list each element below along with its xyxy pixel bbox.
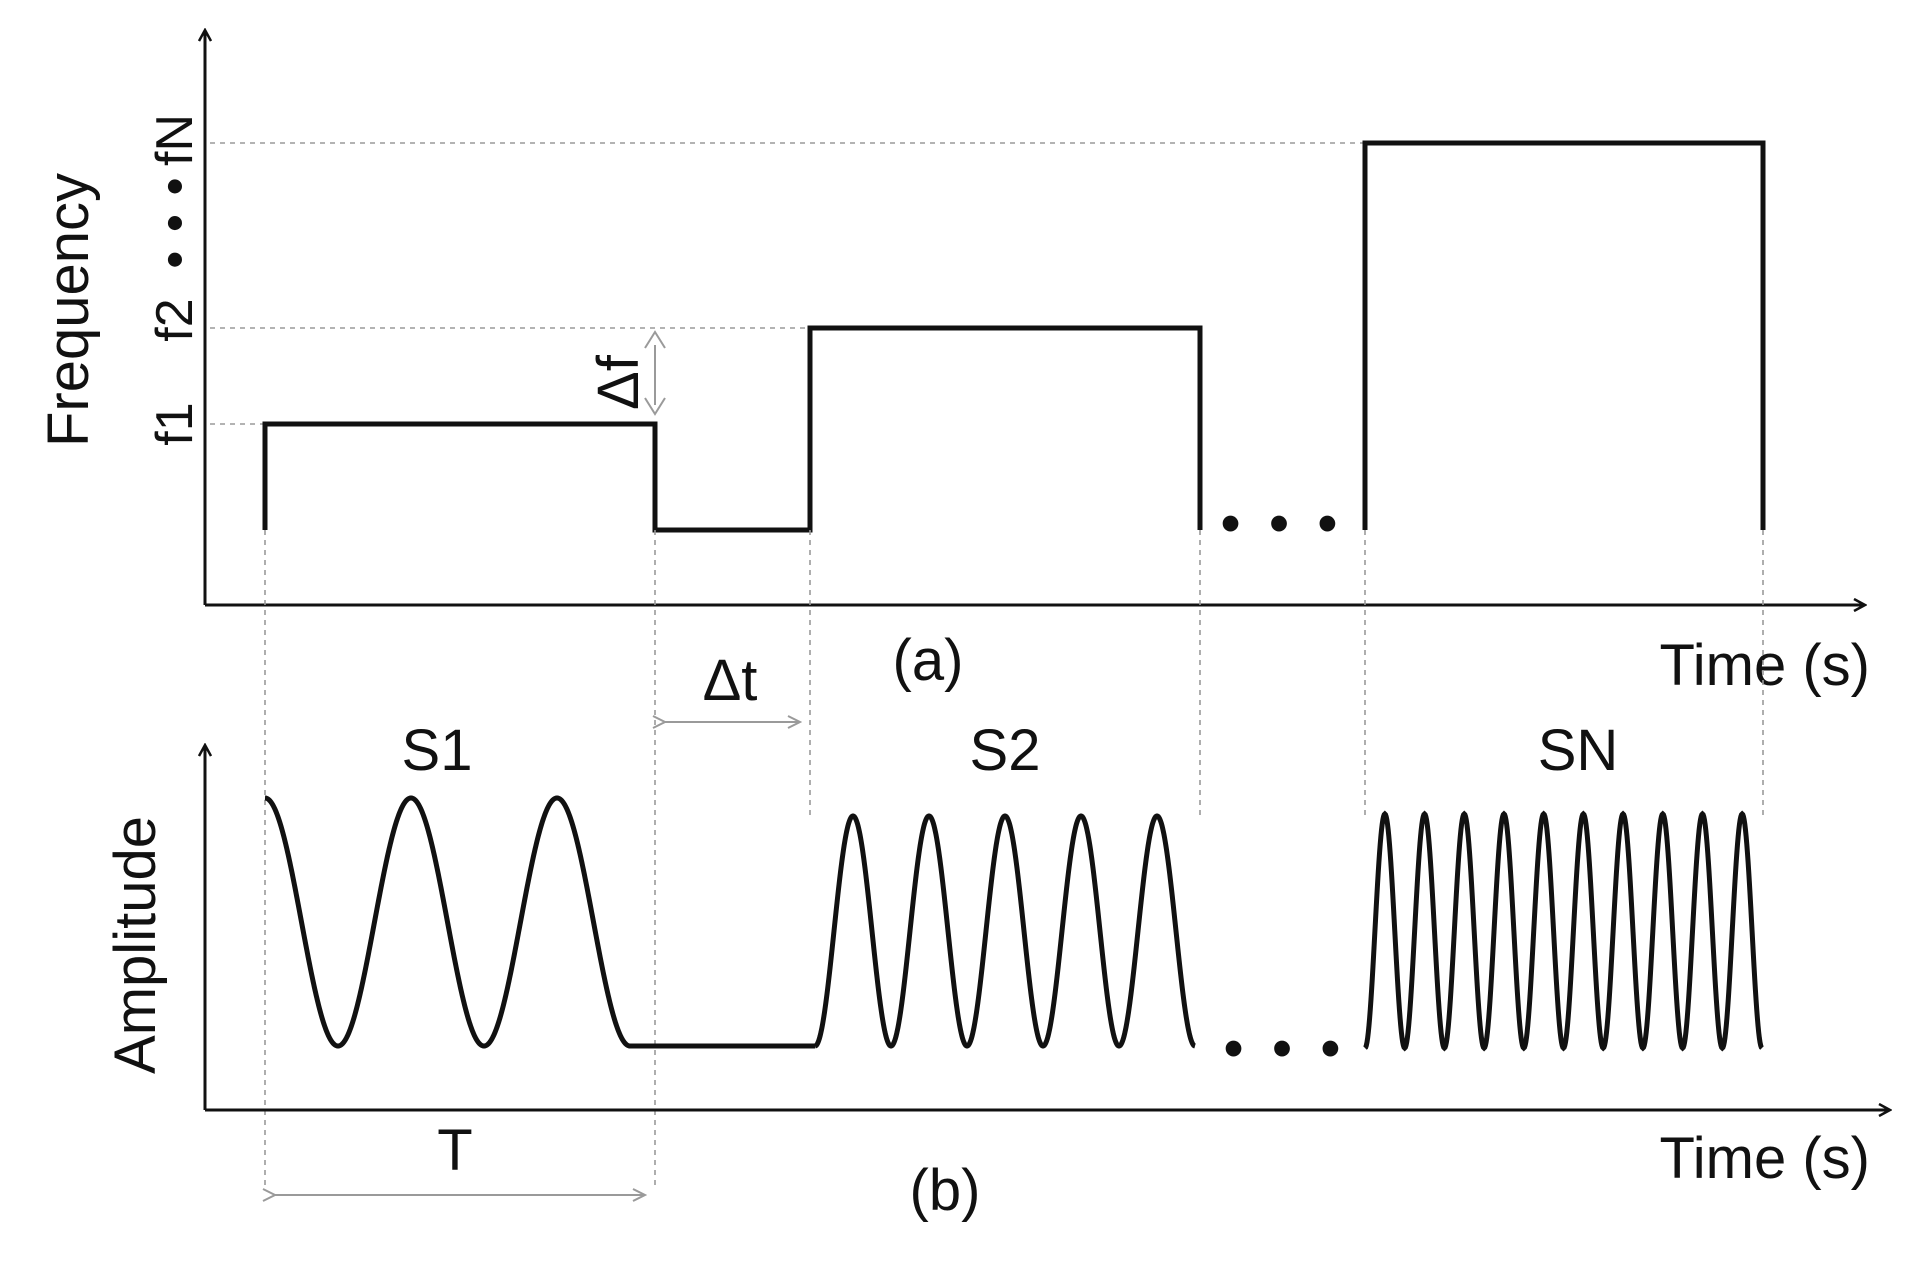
ellipsis-b: • • • xyxy=(1223,1016,1346,1081)
waveform-s2 xyxy=(814,813,1196,1049)
panel-a: • • • Δf Frequency f1 f2 • • • fN Time (… xyxy=(36,30,1870,698)
segment-label-sn: SN xyxy=(1538,718,1619,783)
freq-ellipsis-label: • • • xyxy=(146,175,204,269)
frequency-axis-label: Frequency xyxy=(36,173,101,447)
amplitude-axis-label: Amplitude xyxy=(103,816,168,1074)
f1-label: f1 xyxy=(146,402,204,445)
delta-f-label: Δf xyxy=(586,354,651,410)
frequency-step-sn xyxy=(1362,140,1766,530)
vertical-guides xyxy=(264,530,1764,1185)
waveform-sn xyxy=(1363,810,1764,1052)
time-axis-label-a: Time (s) xyxy=(1660,633,1870,698)
period-label: T xyxy=(437,1118,472,1183)
caption-a: (a) xyxy=(893,628,964,693)
panel-b: • • • S1 S2 SN Δt T Amplitude Time (s) (… xyxy=(103,648,1890,1223)
fN-label: fN xyxy=(146,114,204,166)
delta-t-label: Δt xyxy=(703,648,758,713)
ellipsis-a: • • • xyxy=(1220,491,1343,556)
caption-b: (b) xyxy=(910,1158,981,1223)
f2-label: f2 xyxy=(146,298,204,341)
waveform-s1 xyxy=(264,795,655,1049)
segment-label-s1: S1 xyxy=(402,718,473,783)
frequency-steps-s1-s2 xyxy=(262,325,1203,533)
segment-label-s2: S2 xyxy=(970,718,1041,783)
time-axis-label-b: Time (s) xyxy=(1660,1126,1870,1191)
delta-f-arrow-head-top xyxy=(644,330,666,349)
delta-f-arrow-head-bottom xyxy=(644,397,666,416)
